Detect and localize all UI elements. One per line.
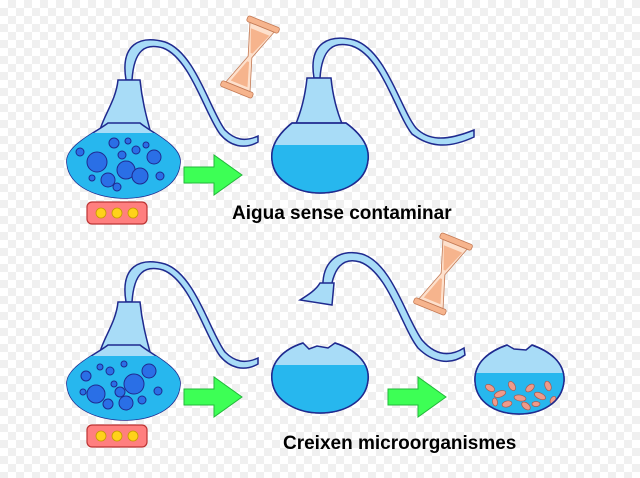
bubbles [79, 360, 163, 411]
flask-top-sterile [271, 37, 475, 194]
arrow-right-icon [387, 376, 447, 418]
broken-flask-neck [297, 252, 466, 363]
flask-with-microorganisms [474, 344, 565, 415]
flask-bottom-boiling [66, 261, 259, 421]
top-caption: Aigua sense contaminar [232, 203, 452, 224]
heater-icon [86, 201, 148, 225]
water [271, 365, 369, 413]
flask-bulb-neck [293, 77, 345, 127]
flask-neck [124, 39, 259, 147]
flask-neck [312, 37, 475, 146]
water [271, 145, 369, 193]
hourglass-icon [220, 15, 280, 99]
flask-top-boiling [66, 39, 259, 199]
arrow-right-icon [183, 376, 243, 418]
heater-icon [86, 424, 148, 448]
flask-bottom-open [271, 342, 369, 414]
bottom-caption: Creixen microorganismes [283, 433, 516, 454]
hourglass-icon [413, 232, 473, 316]
flask-neck [124, 261, 259, 369]
microorganism-icon [485, 380, 557, 411]
arrow-right-icon [183, 154, 243, 196]
bubbles [75, 137, 165, 192]
